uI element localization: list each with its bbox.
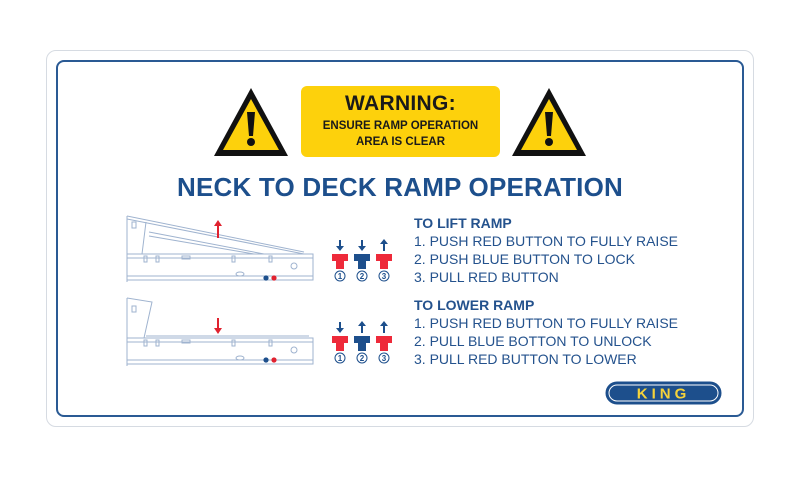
lower-heading: TO LOWER RAMP bbox=[414, 297, 535, 313]
lower-instructions: TO LOWER RAMP 1. PUSH RED BUTTON TO FULL… bbox=[414, 296, 678, 368]
page-title: NECK TO DECK RAMP OPERATION bbox=[177, 172, 623, 202]
svg-text:3: 3 bbox=[382, 354, 387, 363]
lift-step-2: 2. PUSH BLUE BUTTON TO LOCK bbox=[414, 251, 635, 267]
svg-text:KING: KING bbox=[637, 386, 691, 403]
warning-triangle-icon bbox=[512, 88, 586, 156]
svg-text:1: 1 bbox=[338, 272, 343, 281]
button-1-red-push: 1 bbox=[332, 240, 348, 282]
king-logo: KING bbox=[605, 381, 722, 405]
lift-button-sequence: 1 2 3 bbox=[332, 239, 392, 282]
lower-button-sequence: 1 2 3 bbox=[332, 321, 392, 364]
warning-line-2: AREA IS CLEAR bbox=[355, 136, 446, 148]
warning-box: WARNING: ENSURE RAMP OPERATION AREA IS C… bbox=[301, 86, 500, 157]
lift-step-1: 1. PUSH RED BUTTON TO FULLY RAISE bbox=[414, 233, 678, 249]
warning-line-1: ENSURE RAMP OPERATION bbox=[322, 120, 479, 132]
button-1-red-push: 1 bbox=[332, 322, 348, 364]
ramp-lowered-diagram bbox=[126, 297, 314, 366]
warning-triangle-icon bbox=[214, 88, 288, 156]
lift-step-3: 3. PULL RED BUTTON bbox=[414, 269, 559, 285]
lower-step-3: 3. PULL RED BUTTON TO LOWER bbox=[414, 351, 637, 367]
ramp-raised-diagram bbox=[126, 215, 314, 282]
svg-text:1: 1 bbox=[338, 354, 343, 363]
warning-heading: WARNING: bbox=[345, 92, 456, 115]
lift-heading: TO LIFT RAMP bbox=[414, 215, 512, 231]
svg-text:2: 2 bbox=[360, 272, 365, 281]
lower-step-1: 1. PUSH RED BUTTON TO FULLY RAISE bbox=[414, 315, 678, 331]
button-3-red-pull: 3 bbox=[376, 239, 392, 282]
button-2-blue-pull: 2 bbox=[354, 321, 370, 364]
svg-text:3: 3 bbox=[382, 272, 387, 281]
button-2-blue-push: 2 bbox=[354, 240, 370, 282]
svg-text:2: 2 bbox=[360, 354, 365, 363]
sign-border bbox=[56, 60, 744, 417]
lower-step-2: 2. PULL BLUE BOTTON TO UNLOCK bbox=[414, 333, 652, 349]
button-3-red-pull: 3 bbox=[376, 321, 392, 364]
lift-instructions: TO LIFT RAMP 1. PUSH RED BUTTON TO FULLY… bbox=[414, 214, 678, 286]
